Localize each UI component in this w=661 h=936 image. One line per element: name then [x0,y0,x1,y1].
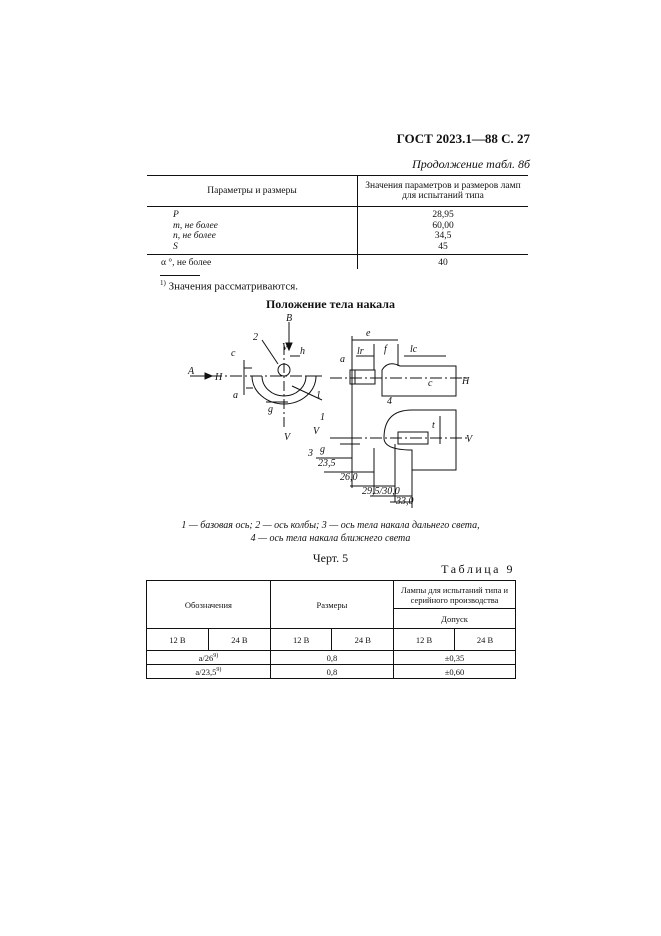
t8-value: 40 [438,258,448,268]
dim-33-0: 33,0 [395,496,414,507]
t9-col-lamps: Лампы для испытаний типа и серийного про… [393,580,516,609]
footnote: 1) Значения рассматриваются. [160,279,298,293]
table-9: Обозначения Размеры Лампы для испытаний … [146,580,516,679]
label-v-small: V [313,426,321,437]
label-V-right: V [466,434,474,445]
t9-size: 0,8 [269,650,395,665]
footnote-divider [160,275,200,276]
t9-v12: 12 В [393,628,456,651]
dim-26-0: 26,0 [340,472,358,483]
label-1b: 1 [320,412,325,423]
label-t: t [432,420,435,431]
right-view [316,336,470,508]
dim-23-5: 23,5 [318,458,336,469]
label-A: A [187,366,195,377]
t9-sup: 9) [216,666,222,673]
footnote-mark: 1) [160,279,166,287]
table-row: S 45 [147,241,528,255]
label-1: 1 [316,390,321,401]
t8-param: n, не более [147,231,358,242]
page-header: ГОСТ 2023.1—88 С. 27 [396,131,530,146]
table-row: P 28,95 [147,206,528,221]
t8-col1-header: Параметры и размеры [147,175,358,207]
t8-value: 34,5 [434,231,452,241]
left-view [190,322,325,430]
t9-name: a/26 [198,652,214,663]
t8-col2-header: Значения параметров и размеров ламп для … [357,175,528,207]
t9-designation: a/269) [146,650,271,665]
figure-title: Положение тела накала [265,297,396,311]
label-4: 4 [387,396,392,407]
label-c: c [231,348,236,359]
t9-tol: ±0,35 [393,650,516,665]
t9-tolerance: Допуск [393,608,516,629]
right-view-labels: e f lr lc a c H 4 t V 1 V g 3 23,5 26,0 … [307,328,474,507]
t8-col2-header-line1: Значения параметров и размеров ламп [365,181,521,191]
t9-v12: 12 В [146,628,209,651]
table-row: m, не более 60,00 [147,220,528,231]
caption-line2: 4 — ось тела накала ближнего света [250,533,411,544]
t8-param: m, не более [147,220,358,231]
label-a: a [233,390,238,401]
table-row: a/269) 0,8 ±0,35 [146,650,516,665]
left-view-labels: B A H c a 2 V h g 1 V [187,313,321,443]
label-h: h [300,346,305,357]
label-g: g [268,404,273,415]
t9-sup: 9) [213,652,219,659]
label-2: 2 [253,332,258,343]
table-row: a/23,59) 0,8 ±0,60 [146,664,516,679]
t8-param: S [147,241,358,255]
t8-col2-header-line2: для испытаний типа [402,191,484,201]
table-9-label: Таблица 9 [441,562,515,576]
t9-v12: 12 В [269,628,333,651]
table-row: α °, не более 40 [147,254,528,269]
footnote-text: Значения рассматриваются. [168,280,299,293]
table-continuation-note: Продолжение табл. 8б [412,157,530,171]
t9-designation: a/23,59) [146,664,271,679]
dim-29-5-30-0: 29,5/30,0 [362,486,400,497]
t9-name: a/23,5 [195,666,217,677]
label-a-mid: a [340,354,345,365]
t8-value: 60,00 [432,220,454,231]
t9-v24: 24 В [331,628,395,651]
figure-caption: 1 — базовая ось; 2 — ось колбы; 3 — ось … [0,519,661,545]
label-f: f [384,344,388,355]
t9-tol: ±0,60 [393,664,516,679]
table-8b: Параметры и размеры Значения параметров … [147,175,528,269]
label-g-small: g [320,444,325,455]
figure-number: Черт. 5 [312,551,349,565]
label-H-right: H [461,376,470,387]
label-lr: lr [357,346,364,357]
label-B: B [286,313,292,324]
t8-param: P [147,206,358,221]
t9-v24: 24 В [207,628,271,651]
label-3: 3 [307,448,313,459]
t9-size: 0,8 [269,664,395,679]
t8-value: 28,95 [432,210,454,220]
filament-position-drawing: B A H c a 2 V h g 1 V [187,313,474,508]
t9-col-sizes: Размеры [269,580,395,629]
label-H-left: H [214,372,223,383]
label-c-mid: c [428,378,433,389]
label-V-top: V [282,342,290,353]
t8-value: 45 [357,241,528,255]
label-e: e [366,328,371,339]
t9-v24: 24 В [454,628,516,651]
t8-param: α °, не более [147,254,358,269]
table-row: n, не более 34,5 [147,231,528,242]
label-V-bottom: V [284,432,292,443]
caption-line1: 1 — базовая ось; 2 — ось колбы; 3 — ось … [181,520,480,531]
label-lc: lc [410,344,418,355]
t9-col-designations: Обозначения [146,580,271,629]
